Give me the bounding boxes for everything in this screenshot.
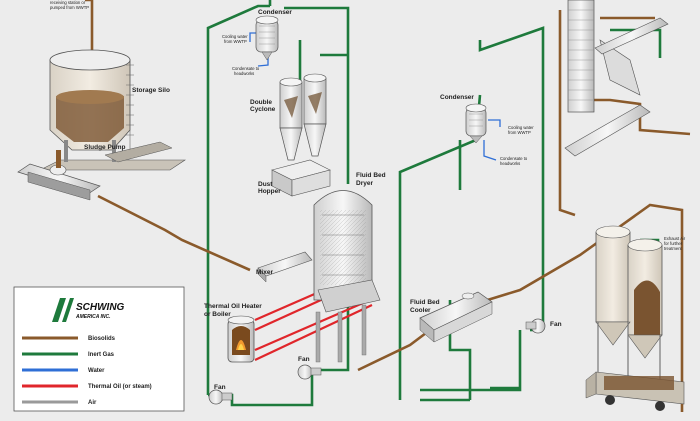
legend-label: Inert Gas — [88, 352, 115, 358]
double-cyclone-label-2: Cyclone — [250, 106, 276, 113]
cooling-water-top-1: Cooling water — [222, 34, 248, 39]
fluid-bed-cooler-label-1: Fluid Bed — [410, 299, 440, 306]
dust-hopper-label-2: Hopper — [258, 188, 281, 195]
schwing-logo: SCHWING AMERICA INC. — [52, 298, 125, 322]
sludge-pump-label: Sludge Pump — [84, 144, 126, 151]
logo-line2: AMERICA INC. — [75, 314, 111, 320]
cooling-water-top-2: from WWTP — [224, 39, 247, 44]
fan-right — [525, 318, 546, 334]
mixer — [257, 251, 313, 283]
mixer-label: Mixer — [256, 269, 273, 276]
intro-text-line2: pumped from WWTP — [50, 5, 89, 10]
fluid-bed-dryer — [313, 190, 381, 363]
legend-label: Water — [88, 368, 105, 374]
logo-line1: SCHWING — [76, 302, 125, 313]
thermal-oil-heater-label-2: or Boiler — [204, 311, 231, 318]
biosolids-lines — [85, 0, 691, 412]
condensate-right-1: Condensate to — [500, 156, 528, 161]
fluid-bed-dryer-label-2: Dryer — [356, 180, 373, 187]
fluid-bed-cooler — [419, 291, 493, 343]
fan-right-label: Fan — [550, 321, 562, 328]
inert-gas-lines — [206, 0, 662, 407]
fan-left — [208, 389, 233, 405]
fluid-bed-dryer-label-1: Fluid Bed — [356, 172, 386, 179]
double-cyclone — [279, 73, 327, 161]
exhaust-label-2: for further — [664, 241, 683, 246]
fluid-bed-cooler-label-2: Cooler — [410, 307, 431, 314]
legend-label: Air — [88, 400, 97, 406]
dust-hopper-label-1: Dust — [258, 181, 273, 188]
legend-label: Thermal Oil (or steam) — [88, 384, 152, 390]
storage-silo-label: Storage Silo — [132, 87, 170, 94]
condenser-right — [465, 103, 487, 144]
condenser-top-label: Condenser — [258, 9, 292, 16]
storage-silo — [39, 49, 186, 171]
condenser-top — [255, 15, 279, 61]
condensate-top-2: headworks — [234, 71, 254, 76]
condensate-top-1: Condensate to — [232, 66, 260, 71]
condensate-right-2: headworks — [500, 161, 520, 166]
sludge-pump — [17, 150, 101, 201]
bucket-elevator — [564, 0, 669, 157]
exhaust-label-1: Exhaust Air — [664, 236, 686, 241]
cooling-water-right-2: from WWTP — [508, 130, 531, 135]
fan-mid — [297, 364, 322, 380]
truck — [585, 371, 685, 411]
thermal-oil-heater — [227, 315, 255, 363]
fan-left-label: Fan — [214, 384, 226, 391]
diagram-labels: receiving station or pumped from WWTP St… — [50, 0, 686, 391]
cooling-water-right-1: Cooling water — [508, 125, 534, 130]
fan-mid-label: Fan — [298, 356, 310, 363]
legend-label: Biosolids — [88, 336, 116, 342]
double-cyclone-label-1: Double — [250, 99, 272, 106]
condenser-right-label: Condenser — [440, 94, 474, 101]
thermal-oil-heater-label-1: Thermal Oil Heater — [204, 303, 262, 310]
intro-text-line1: receiving station or — [50, 0, 86, 5]
product-silos — [595, 225, 663, 384]
dust-hopper — [271, 159, 331, 197]
exhaust-label-3: treatment — [664, 246, 683, 251]
